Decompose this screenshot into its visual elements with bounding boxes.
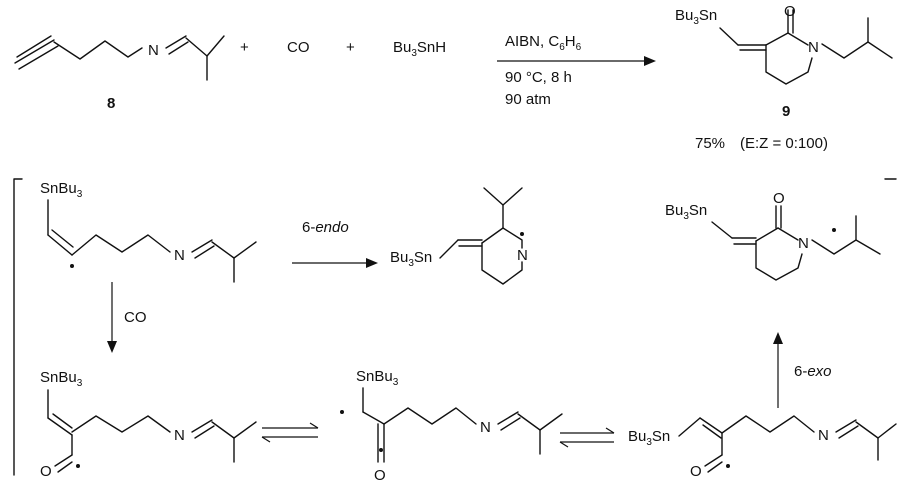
compound-8-label: 8 (107, 95, 115, 112)
bu3sn-group-exo: Bu3Sn (665, 202, 707, 222)
compound-9-structure: Bu3Sn O N (675, 3, 893, 85)
endo-product-structure: Bu3Sn N (390, 187, 528, 285)
snbu3-group-vinyl: SnBu3 (40, 180, 83, 200)
atom-N-vinyl: N (174, 247, 185, 264)
atom-N-ketene: N (480, 419, 491, 436)
endo-label: 6-endo (302, 219, 349, 236)
equilibrium-arrows-1 (261, 422, 319, 443)
atom-O-ketene: O (374, 467, 386, 483)
atom-N-acyl: N (174, 427, 185, 444)
atom-N-exo: N (798, 235, 809, 252)
conditions-pressure: 90 atm (505, 91, 551, 108)
conditions-reagents: AIBN, C6H6 (505, 33, 582, 53)
atom-O-9: O (784, 3, 796, 20)
exo-arrow (773, 332, 783, 408)
co-reagent: CO (287, 39, 310, 56)
plus-sign-1: + (240, 39, 249, 56)
plus-sign-2: + (346, 39, 355, 56)
bu3sn-group-9: Bu3Sn (675, 7, 717, 27)
snbu3-group-ketene: SnBu3 (356, 368, 399, 388)
atom-N-isomer: N (818, 427, 829, 444)
conditions-temp-time: 90 °C, 8 h (505, 69, 572, 86)
tin-hydride-reagent: Bu3SnH (393, 39, 446, 59)
mechanism-bracket-left (13, 178, 23, 476)
endo-arrow (292, 258, 378, 268)
atom-O-acyl: O (40, 463, 52, 480)
atom-O-isomer: O (690, 463, 702, 480)
equilibrium-arrows-2 (559, 427, 615, 448)
acyl-radical-isomer-structure: Bu3Sn O N (628, 415, 897, 480)
exo-product-structure: Bu3Sn O N (665, 190, 881, 281)
atom-N-8: N (148, 42, 159, 59)
compound-9-label: 9 (782, 103, 790, 120)
co-arrow-label: CO (124, 309, 147, 326)
atom-N-endo: N (517, 247, 528, 264)
atom-O-exo: O (773, 190, 785, 207)
co-addition-arrow (107, 282, 117, 353)
atom-N-9: N (808, 39, 819, 56)
yield-value: 75% (695, 135, 725, 152)
ketene-biradical-structure: SnBu3 O N (340, 368, 563, 483)
acyl-radical-structure: SnBu3 O N (40, 369, 257, 480)
ez-ratio: (E:Z = 0:100) (740, 135, 828, 152)
compound-8-structure: N (14, 35, 225, 81)
bu3sn-group-isomer: Bu3Sn (628, 428, 670, 448)
exo-label: 6-exo (794, 363, 832, 380)
bu3sn-group-endo: Bu3Sn (390, 249, 432, 269)
main-reaction-arrow (497, 56, 656, 66)
vinyl-radical-structure: SnBu3 N (40, 180, 257, 283)
snbu3-group-acyl: SnBu3 (40, 369, 83, 389)
